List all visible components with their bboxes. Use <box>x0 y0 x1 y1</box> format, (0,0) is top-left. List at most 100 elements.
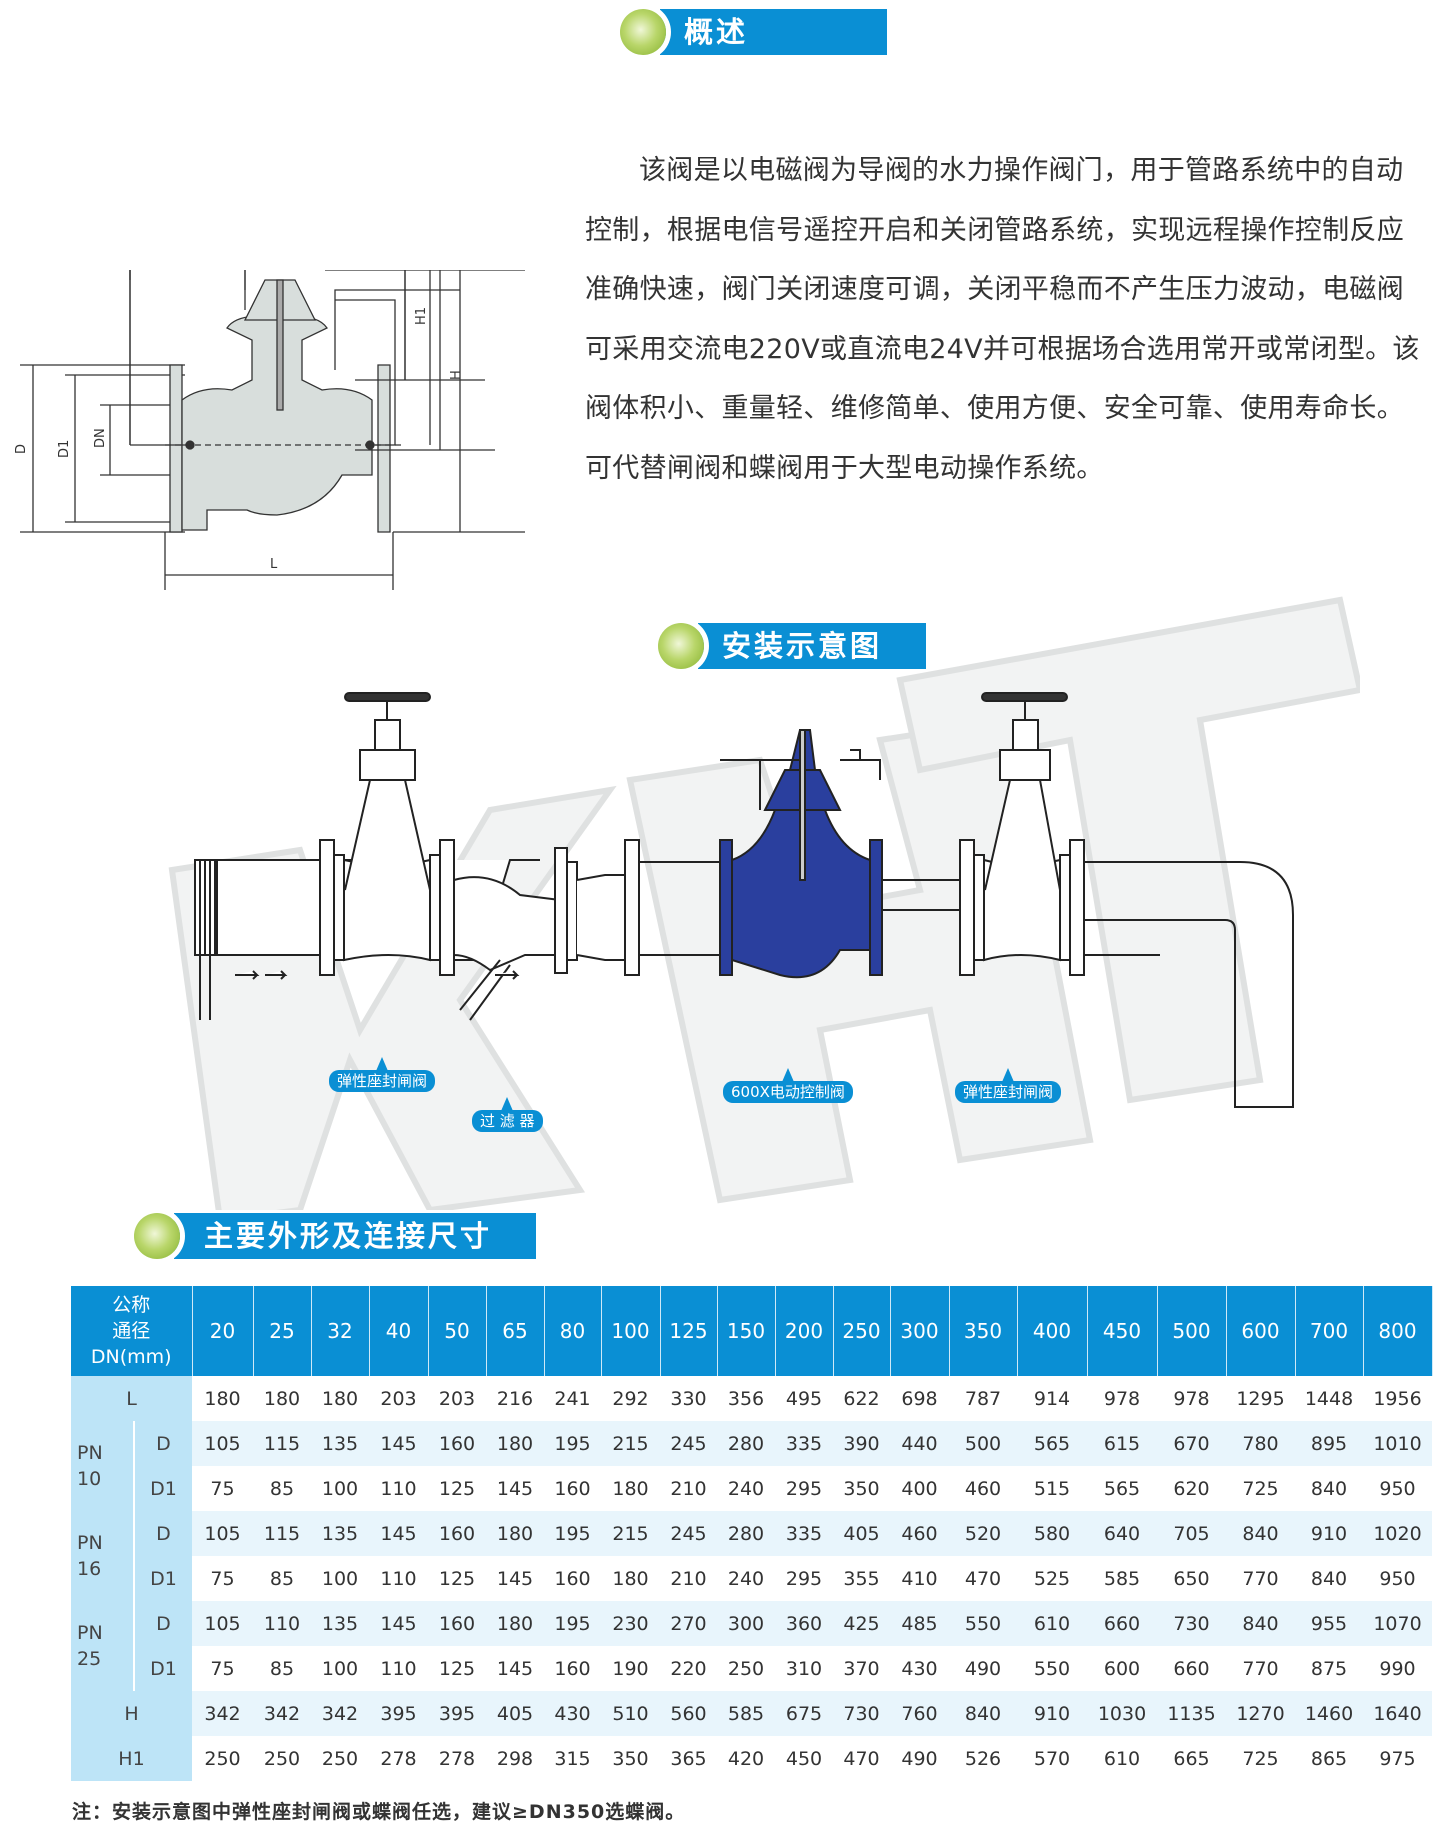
section-title-dimensions: 主要外形及连接尺寸 <box>134 1213 539 1259</box>
table-cell: 425 <box>833 1601 890 1646</box>
table-cell: 315 <box>554 1747 591 1770</box>
header-dn-350: 350 <box>949 1286 1018 1376</box>
dim-label-H1: H1 <box>414 307 429 325</box>
header-dn-300: 300 <box>890 1286 950 1376</box>
table-cell: 356 <box>727 1387 765 1410</box>
dim-label-L: L <box>270 557 278 572</box>
valve-dimension-drawing: L D D1 DN H1 H <box>15 270 525 590</box>
table-cell: 360 <box>775 1601 833 1646</box>
table-cell: 395 <box>428 1691 486 1736</box>
table-cell: 135 <box>311 1511 369 1556</box>
row-sublabel: D <box>133 1511 192 1556</box>
table-cell: 85 <box>269 1477 295 1500</box>
table-cell: 115 <box>253 1511 311 1556</box>
dim-label-D: D <box>15 444 29 454</box>
table-cell: 975 <box>1379 1747 1416 1770</box>
table-cell: 580 <box>1017 1511 1087 1556</box>
table-cell: 160 <box>428 1421 486 1466</box>
table-cell: 1010 <box>1363 1421 1432 1466</box>
table-cell: 75 <box>210 1657 235 1680</box>
table-cell: 100 <box>321 1657 359 1680</box>
green-ball-icon <box>134 1213 180 1259</box>
table-cell: 950 <box>1379 1567 1416 1590</box>
table-cell: 295 <box>785 1477 823 1500</box>
filter <box>235 847 631 1021</box>
table-cell: 510 <box>601 1691 660 1736</box>
table-cell: 585 <box>717 1691 775 1736</box>
table-cell: 780 <box>1226 1421 1295 1466</box>
label-gate-valve-left: 弹性座封闸阀 <box>329 1057 436 1092</box>
table-cell: 335 <box>775 1511 833 1556</box>
table-cell: 145 <box>496 1567 534 1590</box>
table-cell: 180 <box>263 1387 301 1410</box>
table-cell: 660 <box>1087 1601 1157 1646</box>
table-cell: 650 <box>1173 1567 1210 1590</box>
table-cell: 278 <box>438 1747 476 1770</box>
table-cell: 550 <box>949 1601 1017 1646</box>
table-cell: 665 <box>1173 1747 1210 1770</box>
table-cell: 180 <box>612 1567 649 1590</box>
table-cell: 195 <box>544 1511 601 1556</box>
table-cell: 910 <box>1295 1511 1363 1556</box>
table-cell: 105 <box>192 1511 253 1556</box>
table-cell: 110 <box>380 1567 417 1590</box>
table-cell: 220 <box>670 1657 707 1680</box>
table-cell: 160 <box>428 1511 486 1556</box>
label-filter: 过 滤 器 <box>472 1097 543 1132</box>
table-cell: 180 <box>612 1477 649 1500</box>
header-dn-40: 40 <box>369 1286 429 1376</box>
table-cell: 75 <box>210 1477 235 1500</box>
title-bar <box>174 1213 536 1259</box>
table-cell: 195 <box>544 1421 601 1466</box>
header-label-line: DN(mm) <box>90 1346 172 1368</box>
row-sublabel: D <box>133 1421 192 1466</box>
table-cell: 725 <box>1242 1747 1279 1770</box>
table-cell: 210 <box>670 1567 707 1590</box>
green-ball-icon <box>620 9 666 55</box>
table-cell: 460 <box>964 1477 1002 1500</box>
table-cell: 865 <box>1310 1747 1348 1770</box>
table-cell: 395 <box>369 1691 428 1736</box>
table-cell: 895 <box>1295 1421 1363 1466</box>
table-cell: 770 <box>1242 1657 1279 1680</box>
table-cell: 195 <box>544 1601 601 1646</box>
header-dn-700: 700 <box>1295 1286 1364 1376</box>
table-cell: 450 <box>785 1747 823 1770</box>
table-cell: 180 <box>486 1601 544 1646</box>
header-dn-600: 600 <box>1226 1286 1296 1376</box>
table-cell: 910 <box>1017 1691 1087 1736</box>
intro-paragraph: 该阀是以电磁阀为导阀的水力操作阀门，用于管路系统中的自动控制，根据电信号遥控开启… <box>585 155 1420 484</box>
table-cell: 840 <box>949 1691 1017 1736</box>
installation-diagram <box>168 596 1360 1210</box>
table-cell: 135 <box>311 1421 369 1466</box>
table-cell: 292 <box>612 1387 649 1410</box>
table-cell: 420 <box>727 1747 765 1770</box>
table-cell: 675 <box>775 1691 833 1736</box>
table-cell: 240 <box>727 1477 765 1500</box>
header-dn-450: 450 <box>1087 1286 1158 1376</box>
table-cell: 610 <box>1017 1601 1087 1646</box>
table-cell: 310 <box>785 1657 823 1680</box>
header-dn-250: 250 <box>833 1286 891 1376</box>
green-ball-icon <box>658 623 704 669</box>
table-cell: 85 <box>269 1567 295 1590</box>
section-title-text: 主要外形及连接尺寸 <box>204 1219 493 1253</box>
table-cell: 725 <box>1242 1477 1279 1500</box>
table-cell: 1956 <box>1373 1387 1422 1410</box>
table-cell: 245 <box>660 1421 717 1466</box>
dim-label-H: H <box>449 370 464 380</box>
table-cell: 180 <box>486 1421 544 1466</box>
table-cell: 145 <box>496 1657 534 1680</box>
label-gate-valve-right: 弹性座封闸阀 <box>955 1068 1062 1103</box>
table-cell: 1295 <box>1236 1387 1285 1410</box>
title-bar <box>660 9 887 55</box>
table-cell: 250 <box>204 1747 241 1770</box>
table-cell: 410 <box>901 1567 938 1590</box>
table-cell: 990 <box>1379 1657 1416 1680</box>
